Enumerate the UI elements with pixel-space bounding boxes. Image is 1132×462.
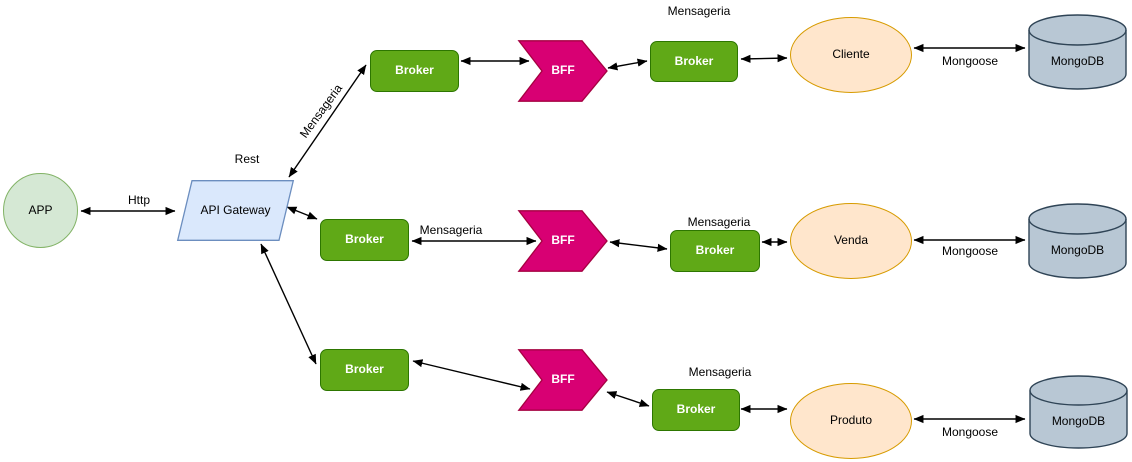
database-label: MongoDB: [1051, 414, 1106, 429]
service-label: Cliente: [832, 47, 870, 62]
edge-bff-broker-row1: [607, 58, 648, 71]
edge-bff-broker-row2: [609, 239, 668, 252]
edge-bff-broker-row3: [606, 391, 650, 407]
node-mongodb-row1: MongoDB: [1028, 14, 1127, 90]
database-cylinder-shape: [1028, 14, 1127, 90]
node-broker-row2-left: Broker: [320, 219, 409, 261]
edge-label-mongoose-row2: Mongoose: [941, 244, 999, 258]
parallelogram-shape: [176, 180, 295, 241]
bff-label: BFF: [551, 63, 575, 78]
node-broker-row3-right: Broker: [652, 389, 740, 431]
node-bff-row2: BFF: [517, 210, 608, 272]
database-cylinder-shape: [1028, 203, 1127, 279]
chevron-shape: [517, 40, 608, 102]
chevron-shape: [517, 349, 608, 411]
broker-label: Broker: [395, 63, 434, 78]
edge-label-mongoose-row3: Mongoose: [941, 425, 999, 439]
service-label: Venda: [833, 233, 869, 248]
node-service-produto: Produto: [790, 383, 912, 459]
service-label: Produto: [829, 413, 873, 428]
broker-label: Broker: [345, 232, 384, 247]
node-broker-row1-left: Broker: [370, 50, 459, 92]
edge-label-mensageria-gateway-row1: Mensageria: [296, 81, 346, 141]
node-broker-row3-left: Broker: [320, 349, 409, 391]
node-api-gateway: API Gateway: [176, 180, 295, 241]
edge-broker-bff-row3: [412, 359, 531, 391]
database-cylinder-shape: [1029, 375, 1128, 449]
node-mongodb-row2: MongoDB: [1028, 203, 1127, 279]
edge-label-mensageria-row1: Mensageria: [667, 4, 731, 18]
node-broker-row2-right: Broker: [670, 230, 760, 272]
broker-label: Broker: [695, 243, 735, 258]
database-label: MongoDB: [1050, 54, 1105, 69]
node-bff-row3: BFF: [517, 349, 608, 411]
app-label: APP: [28, 202, 53, 217]
edge-label-mensageria-row2-right: Mensageria: [687, 215, 751, 229]
node-broker-row1-right: Broker: [650, 41, 738, 82]
node-service-cliente: Cliente: [790, 17, 912, 93]
edge-label-mongoose-row1: Mongoose: [941, 54, 999, 68]
edge-label-rest: Rest: [234, 152, 260, 166]
edge-label-mensageria-row2-left: Mensageria: [419, 223, 483, 237]
bff-label: BFF: [551, 233, 575, 248]
node-mongodb-row3: MongoDB: [1029, 375, 1128, 449]
node-app: APP: [3, 173, 78, 248]
edge-broker-cliente: [740, 54, 788, 63]
edge-label-http: Http: [127, 193, 151, 207]
node-bff-row1: BFF: [517, 40, 608, 102]
bff-label: BFF: [551, 372, 575, 387]
gateway-label: API Gateway: [200, 202, 271, 217]
chevron-shape: [517, 210, 608, 272]
database-label: MongoDB: [1050, 243, 1105, 258]
broker-label: Broker: [345, 362, 384, 377]
edge-gateway-broker-row3: [260, 243, 317, 365]
edge-gateway-broker-row1: [288, 64, 367, 178]
broker-label: Broker: [676, 402, 716, 417]
broker-label: Broker: [674, 53, 714, 68]
edge-label-mensageria-row3: Mensageria: [688, 365, 752, 379]
node-service-venda: Venda: [790, 203, 912, 279]
